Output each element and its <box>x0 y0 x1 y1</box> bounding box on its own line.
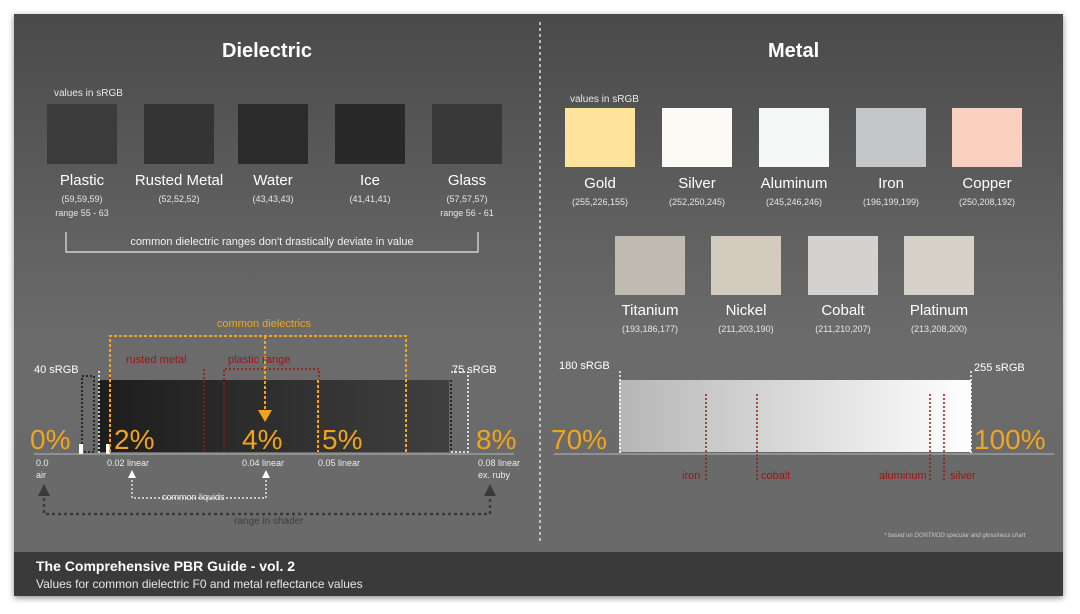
swatch-copper <box>952 108 1022 167</box>
swatch-gold <box>565 108 635 167</box>
common-dielectrics-label: common dielectrics <box>216 318 312 330</box>
lin-004: 0.04 linear <box>242 458 285 468</box>
pct-4: 4% <box>242 424 283 455</box>
rusted-metal-label: Rusted Metal <box>134 172 224 189</box>
range-in-shader-label: range in shader <box>234 516 304 527</box>
platinum-label: Platinum <box>909 302 969 319</box>
plastic-range <box>223 368 320 452</box>
shader-right-arrow <box>484 484 496 496</box>
lin-0: 0.0 <box>36 458 49 468</box>
metal-title: Metal <box>768 40 820 62</box>
plastic-range-label: plastic range <box>228 354 291 366</box>
pct-8: 8% <box>476 424 517 455</box>
aluminum-marker-label: aluminum <box>879 470 927 482</box>
lin-002: 0.02 linear <box>107 458 150 468</box>
cobalt-marker-label: cobalt <box>761 470 791 482</box>
common-liquids-label: common liquids <box>162 492 225 502</box>
common-dielectrics-bracket <box>109 335 407 452</box>
swatch-silver <box>662 108 732 167</box>
four-percent-arrowhead <box>258 410 272 422</box>
swatch-cobalt <box>808 236 878 295</box>
aluminum-label: Aluminum <box>760 175 828 192</box>
pct-100: 100% <box>974 424 1046 455</box>
swatch-glass <box>432 104 502 164</box>
plastic-label: Plastic <box>59 172 105 189</box>
pct-70: 70% <box>551 424 608 455</box>
iron-marker-label: iron <box>682 470 701 482</box>
plastic-range-value: range 55 - 63 <box>55 208 109 218</box>
dielectric-gradient-bar <box>98 380 449 452</box>
footer-subtitle: Values for common dielectric F0 and meta… <box>36 577 363 591</box>
nickel-label: Nickel <box>725 302 767 319</box>
footer-title: The Comprehensive PBR Guide - vol. 2 <box>36 558 296 574</box>
water-label: Water <box>253 172 293 189</box>
gold-value: (255,226,155) <box>571 197 629 207</box>
titanium-label: Titanium <box>621 302 679 319</box>
rusted-metal-value: (52,52,52) <box>158 194 200 204</box>
ice-value: (41,41,41) <box>349 194 391 204</box>
pct-2: 2% <box>114 424 155 455</box>
swatch-water <box>238 104 308 164</box>
copper-value: (250,208,192) <box>958 197 1016 207</box>
silver-value: (252,250,245) <box>668 197 726 207</box>
glass-range-value: range 56 - 61 <box>440 208 494 218</box>
swatch-platinum <box>904 236 974 295</box>
copper-label: Copper <box>962 175 1012 192</box>
swatch-titanium <box>615 236 685 295</box>
iron-label: Iron <box>878 175 904 192</box>
aluminum-value: (245,246,246) <box>765 197 823 207</box>
cobalt-value: (211,210,207) <box>815 324 871 334</box>
lin-005: 0.05 linear <box>318 458 361 468</box>
dielectric-left-srgb: 40 sRGB <box>34 364 79 376</box>
dielectric-values-note: values in sRGB <box>54 88 123 99</box>
diagram-lines <box>34 22 1054 544</box>
metal-right-srgb: 255 sRGB <box>974 362 1025 374</box>
bracket-note: common dielectric ranges don't drastical… <box>130 236 414 248</box>
platinum-value: (213,208,200) <box>910 324 968 334</box>
glass-value: (57,57,57) <box>446 194 488 204</box>
ice-label: Ice <box>359 172 380 189</box>
nickel-value: (211,203,190) <box>718 324 774 334</box>
liquids-right-arrow <box>262 470 270 478</box>
metal-footnote: * based on DONTNOD specular and glossine… <box>884 533 1026 539</box>
metal-left-srgb: 180 sRGB <box>559 360 610 372</box>
swatch-rusted-metal <box>144 104 214 164</box>
dielectric-title: Dielectric <box>222 40 313 62</box>
swatch-iron <box>856 108 926 167</box>
metal-gradient-bar <box>619 380 971 452</box>
dielectric-bracket <box>65 232 479 253</box>
silver-marker-label: silver <box>950 470 976 482</box>
shader-left-arrow <box>38 484 50 496</box>
pct-5: 5% <box>322 424 363 455</box>
rusted-metal-range-label: rusted metal <box>126 354 187 366</box>
glass-label: Glass <box>447 172 487 189</box>
range-in-shader-bracket <box>42 492 492 516</box>
dielectric-right-srgb: 75 sRGB <box>452 364 497 376</box>
two-tick <box>106 444 110 454</box>
liquids-left-arrow <box>128 470 136 478</box>
diagram-panel: Dielectric values in sRGB Plastic (59,59… <box>14 14 1063 596</box>
metal-values-note: values in sRGB <box>570 94 639 105</box>
swatch-plastic <box>47 104 117 164</box>
air-label: air <box>36 470 47 480</box>
right-srgb-marker <box>451 371 469 453</box>
silver-label: Silver <box>678 175 716 192</box>
zero-tick <box>79 444 83 454</box>
water-value: (43,43,43) <box>252 194 294 204</box>
pct-0: 0% <box>30 424 71 455</box>
plastic-value: (59,59,59) <box>61 194 103 204</box>
gold-label: Gold <box>584 175 616 192</box>
common-liquids-bracket <box>131 476 267 499</box>
titanium-value: (193,186,177) <box>621 324 679 334</box>
lin-008: 0.08 linear <box>478 458 521 468</box>
footer-bar: The Comprehensive PBR Guide - vol. 2 Val… <box>14 552 1063 596</box>
air-marker-box <box>81 375 95 453</box>
swatch-ice <box>335 104 405 164</box>
swatch-nickel <box>711 236 781 295</box>
ruby-label: ex. ruby <box>478 470 511 480</box>
iron-value: (196,199,199) <box>862 197 920 207</box>
cobalt-label: Cobalt <box>821 302 865 319</box>
swatch-aluminum <box>759 108 829 167</box>
